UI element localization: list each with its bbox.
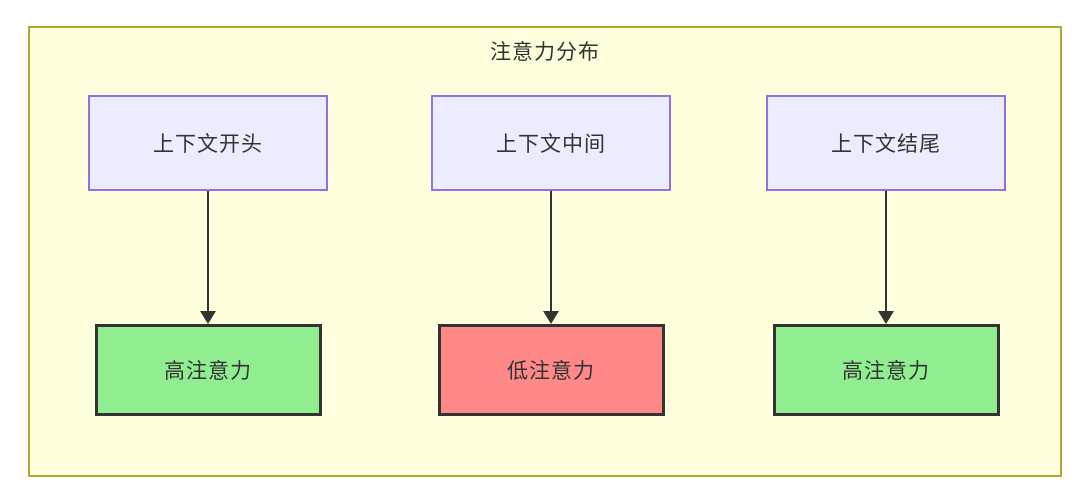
column-context-end: 上下文结尾 高注意力 <box>761 95 1011 416</box>
column-context-start: 上下文开头 高注意力 <box>83 95 333 416</box>
source-node-label: 上下文开头 <box>153 133 263 156</box>
arrowhead-icon <box>200 311 216 324</box>
result-node-high-attention: 高注意力 <box>772 324 1000 416</box>
result-node-low-attention: 低注意力 <box>437 324 665 416</box>
arrow-line <box>207 191 209 311</box>
arrow-line <box>885 191 887 311</box>
source-node-context-start: 上下文开头 <box>88 95 328 191</box>
source-node-context-end: 上下文结尾 <box>766 95 1006 191</box>
result-node-label: 高注意力 <box>842 360 930 383</box>
arrow-line <box>550 191 552 311</box>
result-node-high-attention: 高注意力 <box>94 324 322 416</box>
arrow-down <box>878 191 894 324</box>
result-node-label: 高注意力 <box>164 360 252 383</box>
source-node-label: 上下文中间 <box>496 133 606 156</box>
column-context-middle: 上下文中间 低注意力 <box>426 95 676 416</box>
source-node-context-middle: 上下文中间 <box>431 95 671 191</box>
result-node-label: 低注意力 <box>507 360 595 383</box>
arrow-down <box>200 191 216 324</box>
source-node-label: 上下文结尾 <box>831 133 941 156</box>
diagram-title: 注意力分布 <box>490 41 600 64</box>
arrowhead-icon <box>878 311 894 324</box>
arrowhead-icon <box>543 311 559 324</box>
arrow-down <box>543 191 559 324</box>
attention-distribution-group: 注意力分布 上下文开头 高注意力 上下文中间 低注意力 <box>28 26 1062 477</box>
